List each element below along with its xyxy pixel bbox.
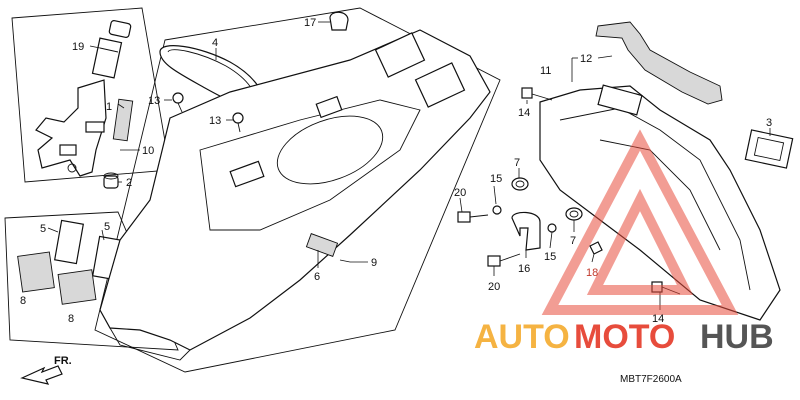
callout-17: 17 [304, 17, 316, 29]
strap-band-part [91, 20, 132, 79]
reflector-part [744, 129, 794, 169]
watermark: AUTO MOTO HUB [474, 129, 774, 356]
callout-11: 11 [540, 65, 551, 77]
callout-5a: 5 [40, 223, 46, 235]
callout-5b: 5 [104, 221, 110, 233]
fender-group-frame [94, 7, 501, 373]
outer-fender-part [539, 84, 781, 321]
callout-7b: 7 [570, 235, 576, 247]
watermark-word-hub: HUB [700, 318, 774, 356]
callout-2: 2 [126, 177, 132, 189]
clip-part-17 [329, 11, 349, 31]
callout-3: 3 [766, 117, 772, 129]
callout-8a: 8 [20, 295, 26, 307]
callout-15a: 15 [490, 173, 502, 185]
pad-part-1 [112, 98, 134, 142]
watermark-triangle-icon [541, 129, 739, 315]
callout-14b: 14 [652, 313, 664, 325]
diagram-code: MBT7F2600A [620, 374, 682, 385]
callout-12: 12 [580, 53, 592, 65]
callout-13b: 13 [209, 115, 221, 127]
inner-fender-part [99, 29, 491, 361]
grommet-part [103, 172, 119, 189]
front-direction-marker: FR. [20, 355, 72, 385]
callout-20b: 20 [488, 281, 500, 293]
callout-8b: 8 [68, 313, 74, 325]
callout-20a: 20 [454, 187, 466, 199]
callout-13a: 13 [148, 95, 160, 107]
leader-lines [47, 21, 771, 310]
callout-18: 18 [586, 267, 598, 279]
callout-7a: 7 [514, 157, 520, 169]
bracket-part [35, 79, 107, 177]
front-marker-label: FR. [54, 355, 72, 367]
watermark-word-moto: MOTO [574, 318, 675, 356]
callout-10: 10 [142, 145, 154, 157]
callout-9: 9 [371, 257, 377, 269]
seal-strip-part [595, 21, 723, 105]
front-arrow-icon [20, 365, 63, 385]
callout-4: 4 [212, 37, 218, 49]
seal-parts [17, 219, 123, 305]
seal-group-frame [4, 211, 179, 351]
callout-numbers: 19 1 2 10 4 13 13 17 5 5 8 8 6 9 11 12 3… [20, 17, 772, 325]
screw-parts-13 [172, 92, 244, 133]
callout-15b: 15 [544, 251, 556, 263]
pad-part-6 [305, 233, 339, 257]
callout-6: 6 [314, 271, 320, 283]
callout-16: 16 [518, 263, 530, 275]
callout-14a: 14 [518, 107, 530, 119]
callout-19: 19 [72, 41, 84, 53]
callout-1: 1 [106, 101, 112, 113]
watermark-word-auto: AUTO [474, 318, 570, 356]
